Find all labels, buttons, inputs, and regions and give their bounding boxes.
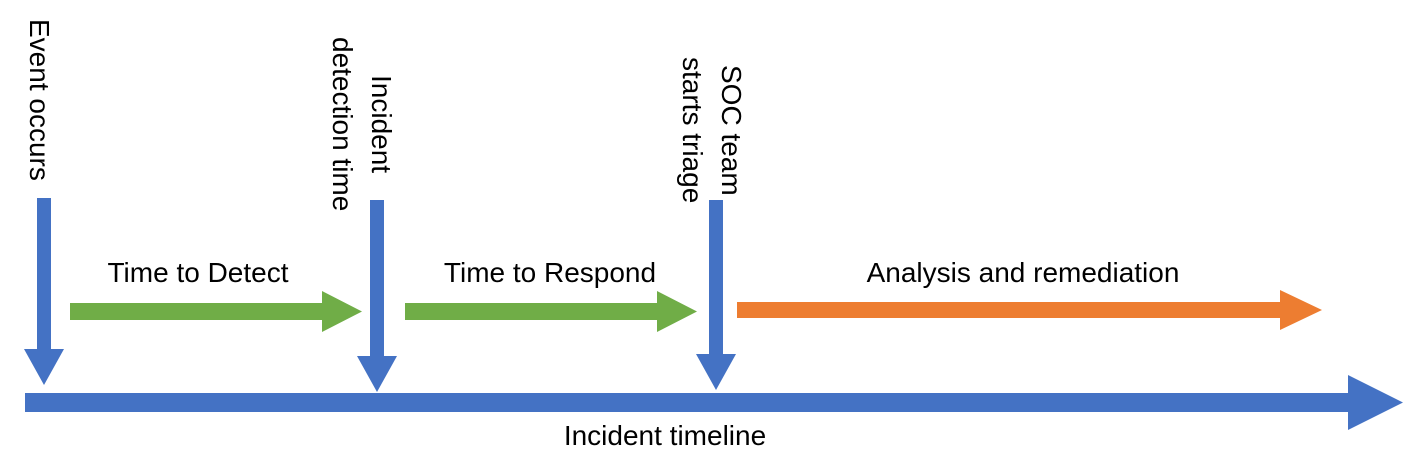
event-occurs-label: Event occurs bbox=[20, 6, 59, 194]
incident-detection-time-label: Incident detection time bbox=[323, 28, 401, 220]
time-to-respond-arrow-icon bbox=[405, 291, 697, 332]
time-to-detect-arrow-icon bbox=[70, 291, 362, 332]
time-to-detect-label: Time to Detect bbox=[107, 257, 289, 288]
event-occurs-down-arrow-icon bbox=[24, 198, 64, 385]
analysis-and-remediation-label: Analysis and remediation bbox=[866, 257, 1180, 288]
soc-team-starts-triage-label: SOC team starts triage bbox=[673, 55, 751, 205]
incident-timeline-label: Incident timeline bbox=[563, 420, 767, 451]
incident-timeline-arrow-icon bbox=[25, 375, 1403, 430]
time-to-respond-label: Time to Respond bbox=[443, 257, 657, 288]
soc-triage-down-arrow-icon bbox=[696, 200, 736, 390]
label-line: detection time bbox=[327, 36, 358, 212]
analysis-remediation-arrow-icon bbox=[737, 290, 1322, 330]
incident-detection-down-arrow-icon bbox=[357, 200, 397, 392]
label-line: starts triage bbox=[677, 56, 708, 204]
label-line: Incident bbox=[366, 74, 397, 174]
label-line: SOC team bbox=[716, 64, 747, 196]
label-line: Event occurs bbox=[24, 19, 55, 181]
